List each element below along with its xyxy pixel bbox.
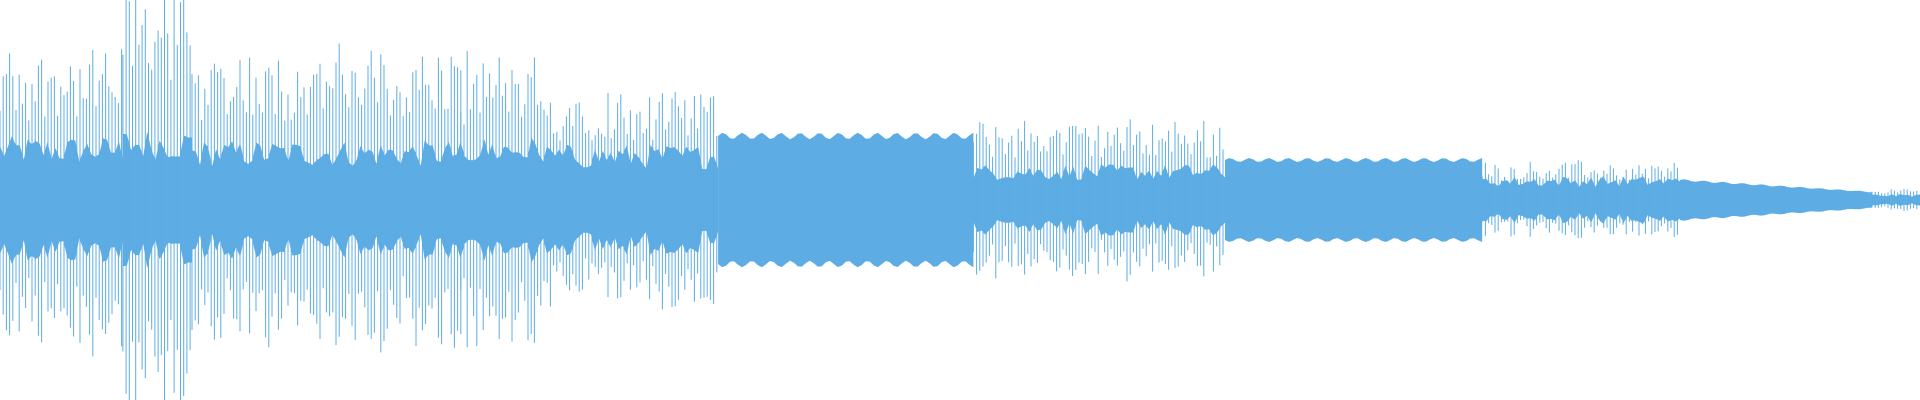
waveform-segment-10 [1680, 179, 1872, 221]
waveform-spikes [191, 43, 462, 353]
waveform-spikes [0, 49, 123, 357]
waveform-segment-2 [122, 0, 192, 400]
waveform-body [1872, 194, 1920, 206]
waveform-segment-9 [1481, 160, 1680, 239]
waveform-segment-6 [718, 132, 974, 268]
waveform-segment-7 [972, 119, 1225, 282]
waveform-body [1225, 158, 1483, 242]
waveform-body [122, 131, 192, 269]
waveform-segment-8 [1225, 158, 1483, 242]
waveform-spikes [122, 0, 191, 400]
waveform-spikes [460, 51, 545, 348]
waveform-body [718, 132, 974, 268]
waveform-body [460, 137, 548, 263]
waveform-spikes [546, 92, 718, 310]
waveform-segment-3 [191, 43, 462, 353]
waveform-segment-11 [1871, 189, 1920, 212]
waveform-spikes [972, 119, 1224, 282]
waveform-segment-4 [460, 51, 548, 348]
waveform-body [1680, 179, 1872, 221]
waveform-body [0, 136, 123, 264]
waveform-body [973, 164, 1225, 236]
waveform-segment-1 [0, 49, 123, 357]
waveform-spikes [1871, 189, 1918, 212]
waveform-segment-5 [546, 92, 719, 310]
waveform-spikes [1481, 160, 1678, 239]
